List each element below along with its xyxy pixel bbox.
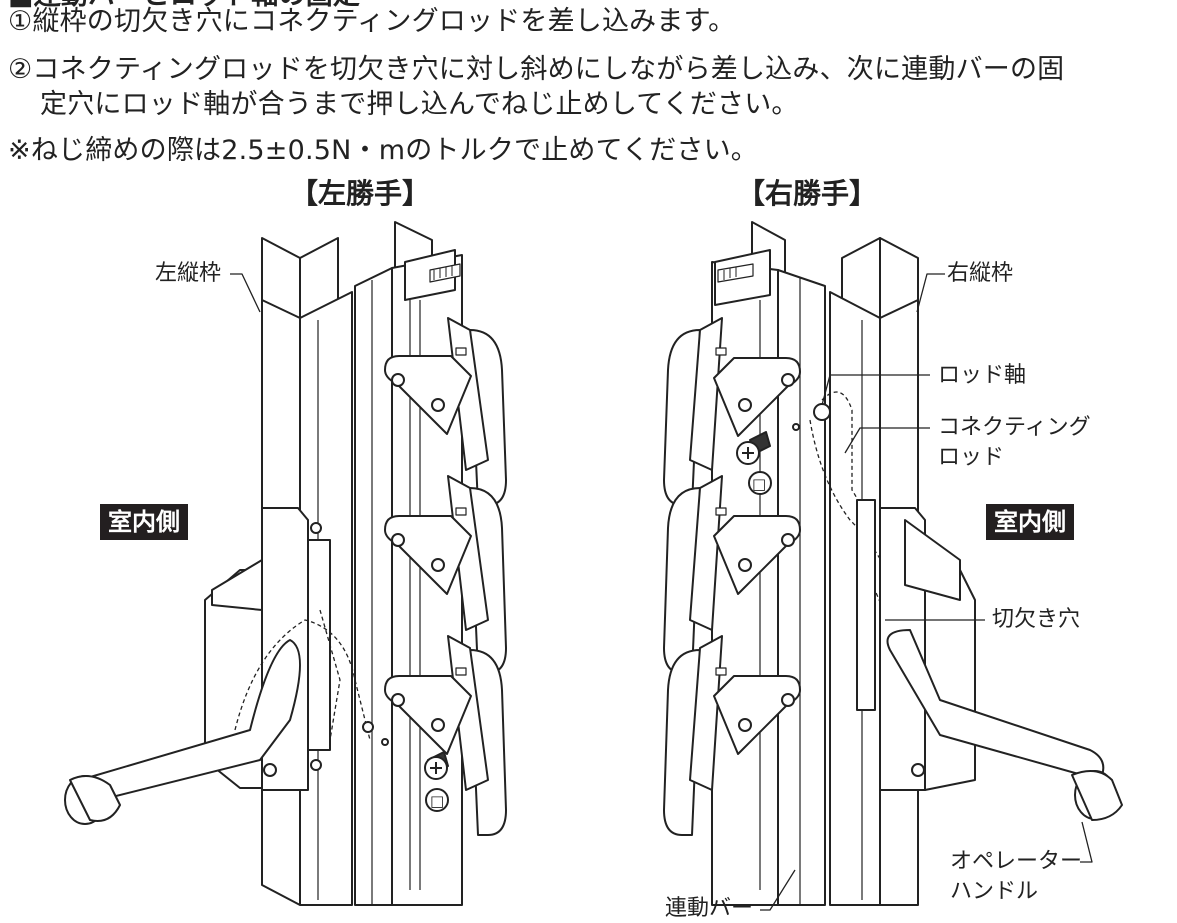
left-hand-title: 【左勝手】: [290, 177, 431, 210]
right-indoor-badge: 室内側: [986, 504, 1074, 540]
notch-label: 切欠き穴: [992, 607, 1081, 632]
left-indoor-badge: 室内側: [100, 504, 188, 540]
right-assembly-drawing: [663, 221, 1123, 906]
right-screw: [736, 431, 771, 465]
leader-lines: [230, 273, 1093, 911]
rod-shaft-label: ロッド軸: [938, 363, 1027, 388]
louver-bracket-1: [384, 317, 489, 471]
right-screw-mark: □: [752, 475, 767, 493]
right-louver-bracket-3: [689, 635, 801, 791]
rod-shaft: [813, 403, 831, 421]
left-frame-label: 左縦枠: [155, 261, 222, 286]
instruction-step-2b: 定穴にロッド軸が合うまで押し込んでねじ止めしてください。: [40, 89, 799, 120]
connecting-rod-label-2: ロッド: [938, 445, 1005, 470]
operator-handle-label-2: ハンドル: [950, 879, 1039, 904]
left-screw: [424, 751, 449, 780]
right-frame-label: 右縦枠: [947, 261, 1014, 286]
link-bar-label: 連動バー: [665, 896, 754, 921]
operator-handle-label-1: オペレーター: [950, 849, 1083, 874]
notch-hole: [856, 499, 876, 711]
left-assembly-drawing: [64, 221, 507, 906]
left-operator: [64, 507, 371, 825]
section-heading: ■連動バーとロッド軸の固定: [8, 0, 360, 12]
right-louver-bracket-2: [689, 475, 801, 631]
right-screw-mark-circle: [748, 471, 772, 495]
torque-note: ※ねじ締めの際は2.5±0.5N・mのトルクで止めてください。: [8, 135, 759, 166]
right-hand-title: 【右勝手】: [737, 177, 878, 210]
left-screw-mark-circle: [425, 788, 449, 812]
right-louver-bracket-1: [689, 317, 801, 471]
louver-bracket-3: [384, 635, 489, 791]
connecting-rod-label-1: コネクティング: [938, 415, 1091, 440]
instruction-step-1: ①縦枠の切欠き穴にコネクティングロッドを差し込みます。: [8, 6, 736, 37]
left-screw-mark: □: [430, 792, 445, 810]
right-operator: [879, 507, 1123, 821]
louver-bracket-2: [384, 475, 489, 631]
instruction-step-2a: ②コネクティングロッドを切欠き穴に対し斜めにしながら差し込み、次に連動バーの固: [8, 54, 1065, 85]
